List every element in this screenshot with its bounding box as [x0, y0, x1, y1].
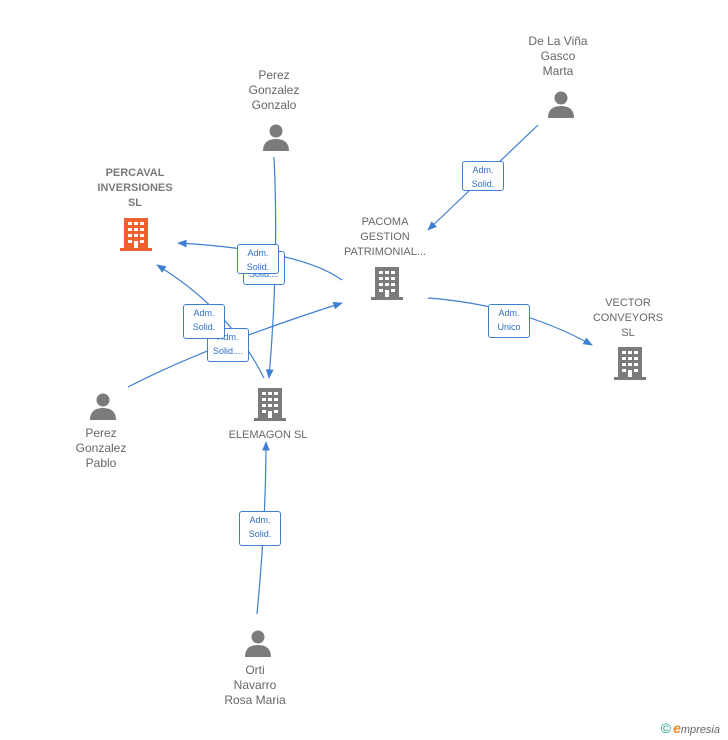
brand-name: mpresia [680, 724, 720, 736]
edge-badge-elemagon-percaval[interactable]: Adm. Solid. [183, 304, 225, 339]
edge-badge-orti-elemagon[interactable]: Adm. Solid. [239, 511, 281, 546]
node-label-orti-navarro[interactable]: Orti Navarro Rosa Maria [224, 663, 286, 707]
node-label-de-la-vina[interactable]: De La Viña Gasco Marta [528, 34, 588, 78]
building-icon-focus[interactable] [119, 216, 153, 252]
node-label-elemagon[interactable]: ELEMAGON SL [228, 429, 308, 441]
edge-badge-gonzalo-percaval[interactable]: Adm. Solid. [237, 244, 279, 274]
edge-badge-pacoma-vector[interactable]: Adm. Unico [488, 304, 530, 338]
node-label-perez-pablo[interactable]: Perez Gonzalez Pablo [75, 426, 127, 470]
person-icon[interactable] [261, 122, 291, 152]
node-label-vector[interactable]: VECTOR CONVEYORS SL [592, 297, 664, 339]
building-icon[interactable] [613, 345, 647, 381]
building-icon[interactable] [253, 386, 287, 422]
person-icon[interactable] [88, 391, 118, 421]
empresia-watermark: ©empresia [661, 720, 720, 736]
node-label-percaval[interactable]: PERCAVAL INVERSIONES SL [97, 167, 173, 209]
edge-badge-vina-pacoma[interactable]: Adm. Solid. [462, 161, 504, 191]
node-label-perez-gonzalo[interactable]: Perez Gonzalez Gonzalo [248, 68, 300, 112]
node-label-pacoma[interactable]: PACOMA GESTION PATRIMONIAL... [343, 216, 427, 258]
person-icon[interactable] [243, 628, 273, 658]
person-icon[interactable] [546, 89, 576, 119]
copyright-icon: © [660, 720, 672, 736]
building-icon[interactable] [370, 265, 404, 301]
brand-initial: e [673, 720, 681, 736]
